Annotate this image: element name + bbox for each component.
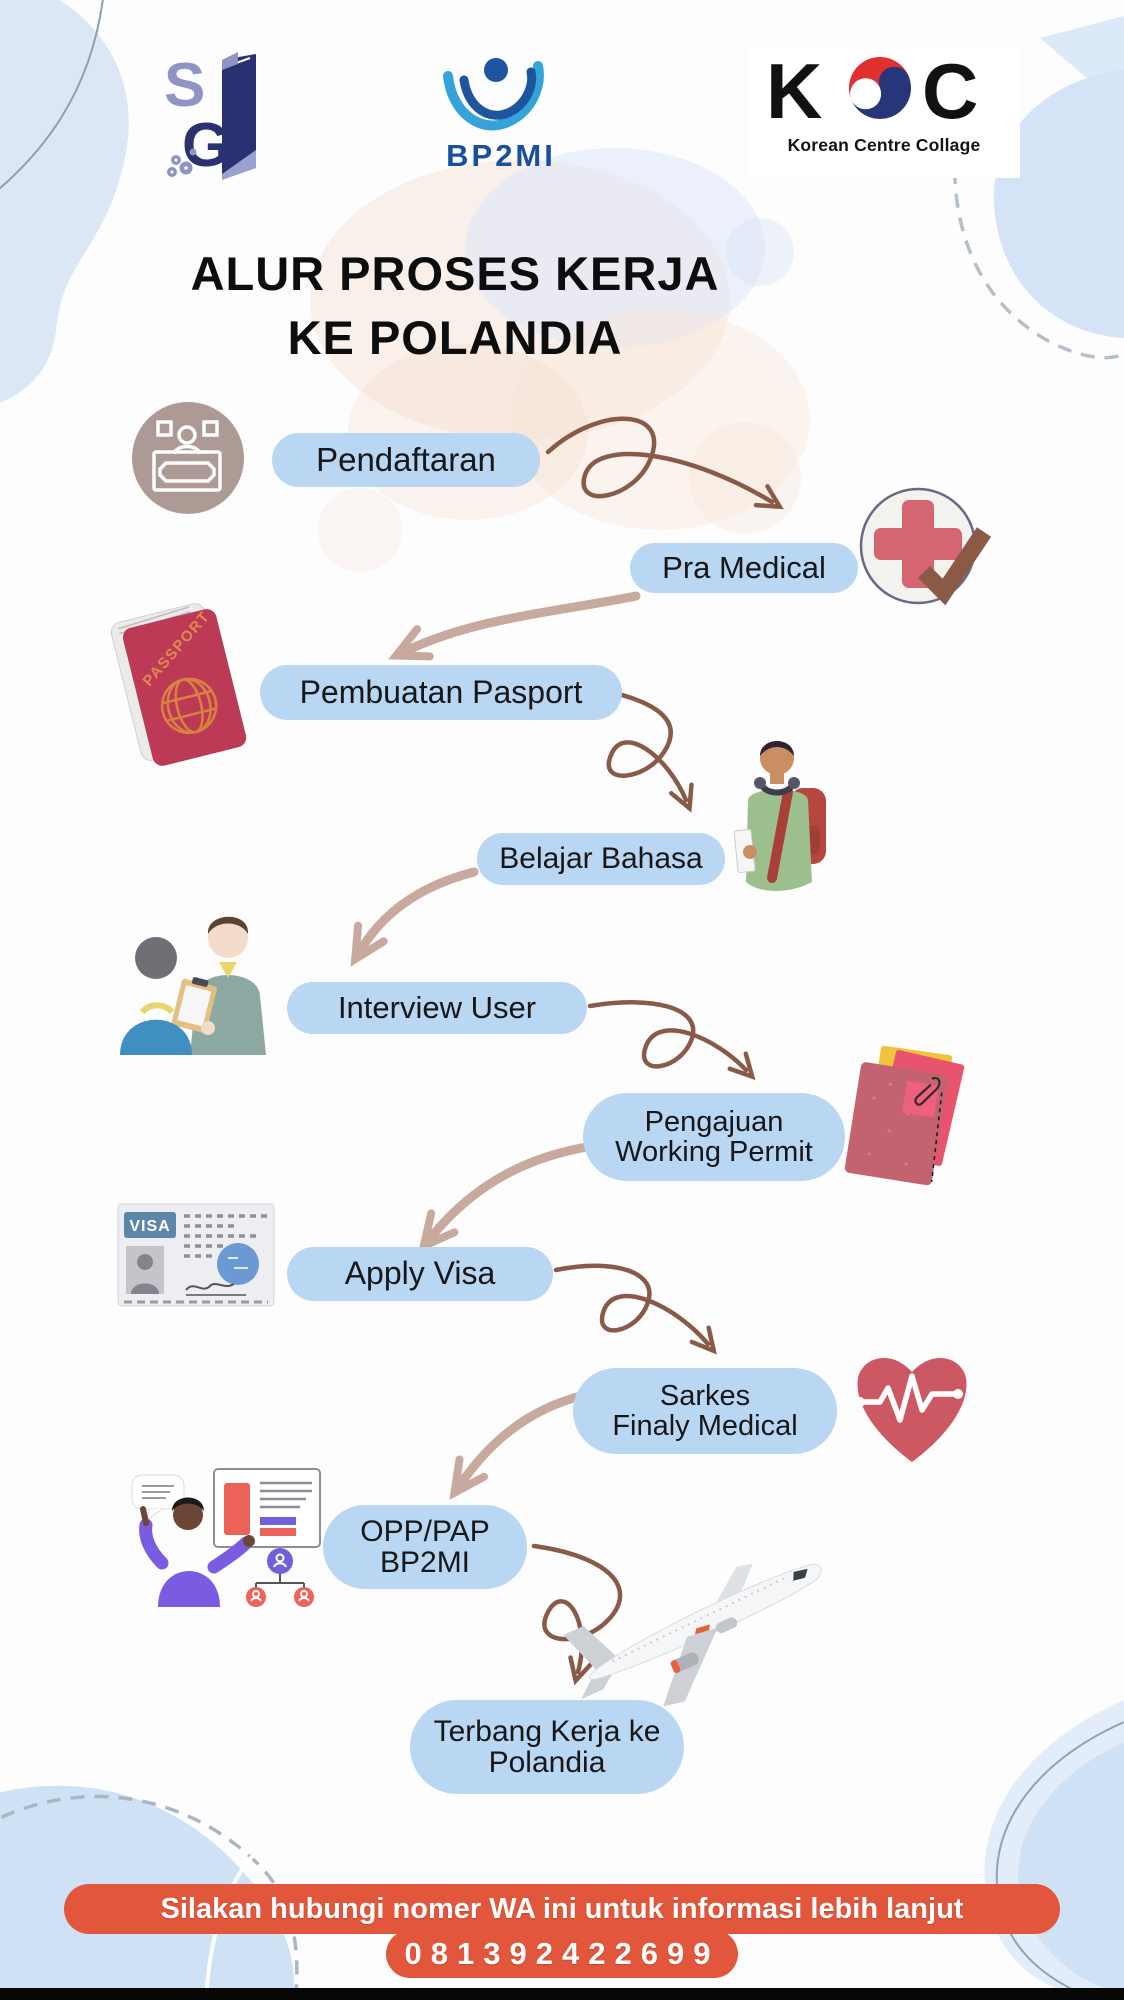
whatsapp-phone-number: 081392422699 bbox=[404, 1936, 720, 1971]
presentation-icon bbox=[128, 1465, 326, 1612]
step-label-line1: Terbang Kerja ke bbox=[433, 1714, 661, 1748]
step-interview-user-pill: Interview User bbox=[287, 982, 587, 1034]
sgi-letter-i bbox=[222, 54, 256, 174]
work-permit-folder-icon bbox=[840, 1042, 968, 1195]
visa-card-icon: VISA bbox=[116, 1202, 278, 1317]
step-label-line1: Sarkes bbox=[659, 1379, 751, 1412]
footer-info-banner: Silakan hubungi nomer WA ini untuk infor… bbox=[64, 1884, 1060, 1934]
corner-blob-top-right bbox=[952, 16, 1124, 360]
bp2mi-wordmark: BP2MI bbox=[446, 138, 556, 173]
visa-label: VISA bbox=[129, 1218, 170, 1235]
step-sarkes-finaly-medical-pill: Sarkes Finaly Medical bbox=[573, 1368, 837, 1454]
language-student-icon bbox=[730, 730, 830, 903]
step-label-line2: BP2MI bbox=[379, 1546, 471, 1579]
org-chart bbox=[246, 1548, 314, 1607]
corner-blob-top-left bbox=[0, 0, 129, 403]
kcc-taegeuk-c bbox=[849, 57, 911, 119]
arrow-3-pasport-to-bahasa bbox=[575, 683, 694, 813]
bp2mi-logo: BP2MI bbox=[443, 58, 556, 173]
step-label: Apply Visa bbox=[344, 1255, 496, 1292]
sgi-letter-s: S bbox=[164, 51, 205, 120]
kcc-letter-c: C bbox=[922, 47, 978, 132]
step-label-line2: Finaly Medical bbox=[612, 1410, 798, 1442]
airplane-icon bbox=[560, 1528, 860, 1718]
step-label: Pembuatan Pasport bbox=[299, 673, 583, 710]
step-label-line1: OPP/PAP bbox=[360, 1514, 490, 1548]
step-label: Pendaftaran bbox=[316, 440, 496, 478]
title-line-1: ALUR PROSES KERJA bbox=[190, 247, 720, 300]
step-pendaftaran-pill: Pendaftaran bbox=[272, 433, 540, 487]
step-opp-pap-bp2mi-pill: OPP/PAP BP2MI bbox=[323, 1505, 527, 1589]
step-label: Pra Medical bbox=[662, 549, 826, 585]
step-label: Belajar Bahasa bbox=[499, 842, 703, 876]
arrow-7-visa-to-sarkes bbox=[553, 1263, 717, 1355]
kcc-subtitle: Korean Centre Collage bbox=[787, 135, 981, 155]
page-title: ALUR PROSES KERJA KE POLANDIA bbox=[110, 250, 800, 361]
title-line-2: KE POLANDIA bbox=[287, 311, 623, 364]
bp2mi-head-dot bbox=[484, 58, 508, 82]
footer-phone-banner: 081392422699 bbox=[386, 1930, 738, 1978]
arrow-1-pendaftaran-to-pramedical bbox=[545, 416, 784, 510]
interview-icon bbox=[118, 900, 290, 1060]
arrow-9-opp-to-terbang bbox=[531, 1543, 623, 1686]
step-pengajuan-working-permit-pill: Pengajuan Working Permit bbox=[583, 1093, 845, 1181]
kcc-letter-k: K bbox=[766, 47, 822, 132]
step-terbang-kerja-pill: Terbang Kerja ke Polandia bbox=[410, 1700, 684, 1794]
step-belajar-bahasa-pill: Belajar Bahasa bbox=[477, 833, 725, 885]
registration-desk-icon bbox=[132, 402, 244, 514]
arrow-2-pramedical-to-pasport bbox=[388, 591, 641, 661]
bottom-black-bar bbox=[0, 1988, 1124, 2000]
step-label: Interview User bbox=[337, 989, 537, 1025]
sgi-flowers bbox=[167, 148, 197, 177]
arrow-5-interview-to-permit bbox=[587, 1000, 756, 1081]
kcc-logo: K C Korean Centre Collage bbox=[748, 46, 1020, 178]
step-pembuatan-pasport-pill: Pembuatan Pasport bbox=[260, 665, 622, 720]
step-label-line1: Pengajuan bbox=[644, 1105, 784, 1138]
medical-check-icon bbox=[856, 480, 992, 621]
step-pra-medical-pill: Pra Medical bbox=[630, 543, 858, 593]
kcc-letters: K C bbox=[766, 47, 978, 135]
footer-info-text: Silakan hubungi nomer WA ini untuk infor… bbox=[160, 1892, 964, 1925]
step-label-line2: Polandia bbox=[488, 1746, 606, 1779]
sgi-logo: S G bbox=[164, 51, 256, 180]
arrow-6-permit-to-visa bbox=[418, 1139, 613, 1253]
heart-pulse-icon bbox=[846, 1338, 980, 1483]
corner-blob-bottom-right bbox=[984, 1700, 1124, 2000]
step-label-line2: Working Permit bbox=[615, 1136, 813, 1168]
step-apply-visa-pill: Apply Visa bbox=[287, 1247, 553, 1301]
passport-icon: PASSPORT bbox=[108, 600, 248, 777]
arrow-4-bahasa-to-interview bbox=[350, 867, 479, 967]
